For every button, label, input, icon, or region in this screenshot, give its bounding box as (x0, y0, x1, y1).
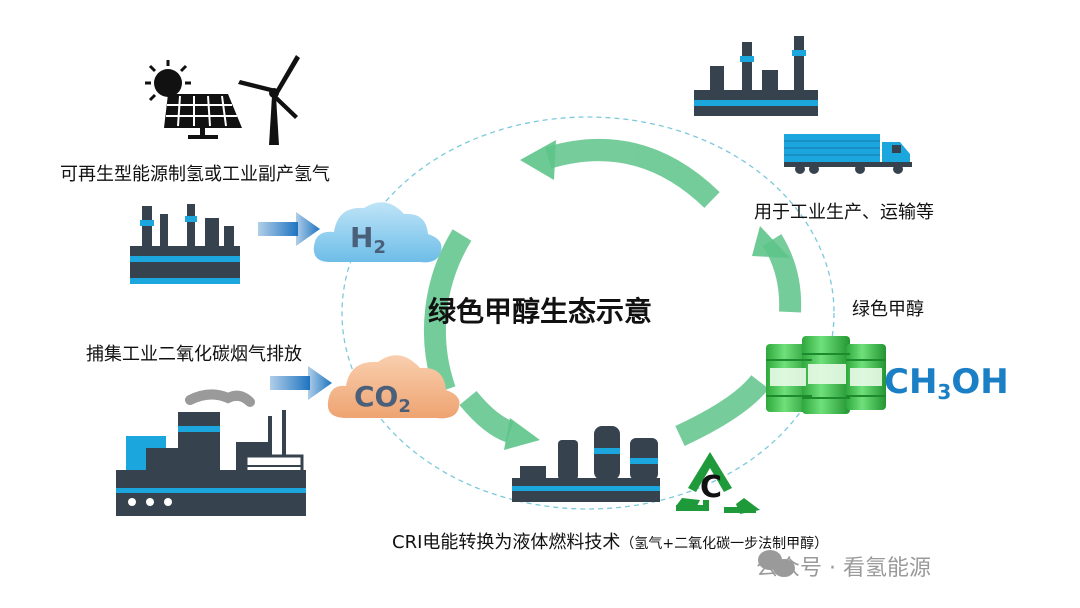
h2-formula: H2 (350, 221, 386, 258)
refinery-icon-top (694, 36, 818, 116)
h2-formula-base: H (350, 221, 374, 254)
label-green-methanol: 绿色甲醇 (852, 299, 924, 320)
methanol-formula: CH3OH (884, 362, 1009, 404)
label-cri-sub: （氢气+二氧化碳一步法制甲醇） (620, 536, 829, 552)
co2-cloud (327, 355, 460, 419)
co2-formula-sub: 2 (398, 396, 411, 417)
watermark: 公众号 · 看氢能源 (756, 556, 931, 581)
cycle-dashed-ring (341, 116, 835, 510)
h2-formula-sub: 2 (373, 237, 386, 258)
wind-turbine-icon (238, 55, 300, 145)
label-cri-main: CRI电能转换为液体燃料技术 (392, 532, 621, 553)
arrow-h2 (258, 212, 320, 246)
co2-formula-base: CO (354, 380, 399, 413)
solar-panel-icon (164, 94, 242, 139)
label-cri: CRI电能转换为液体燃料技术（氢气+二氧化碳一步法制甲醇） (392, 528, 828, 554)
h2-cloud (313, 202, 442, 263)
cri-plant-icon (512, 426, 660, 502)
label-renewable-hydrogen: 可再生型能源制氢或工业副产氢气 (60, 164, 330, 185)
methanol-formula-b: OH (951, 362, 1009, 402)
arrow-co2 (270, 366, 332, 400)
label-usage: 用于工业生产、运输等 (754, 202, 934, 223)
diagram-title: 绿色甲醇生态示意 (427, 295, 652, 328)
methanol-formula-sub: 3 (937, 380, 952, 404)
wechat-icon (758, 550, 795, 577)
co2-formula: CO2 (354, 380, 411, 417)
recycle-icon (676, 452, 760, 514)
recycle-letter: C (699, 470, 723, 505)
cycle-arrowheads (504, 140, 790, 450)
sun-icon (145, 60, 191, 102)
barrel-icon (766, 336, 886, 414)
methanol-formula-a: CH (884, 362, 938, 402)
cycle-arrows (423, 139, 802, 446)
factory-icon (116, 389, 306, 516)
label-co2-capture: 捕集工业二氧化碳烟气排放 (86, 344, 302, 365)
refinery-icon-left (130, 204, 240, 284)
truck-icon (784, 134, 912, 174)
